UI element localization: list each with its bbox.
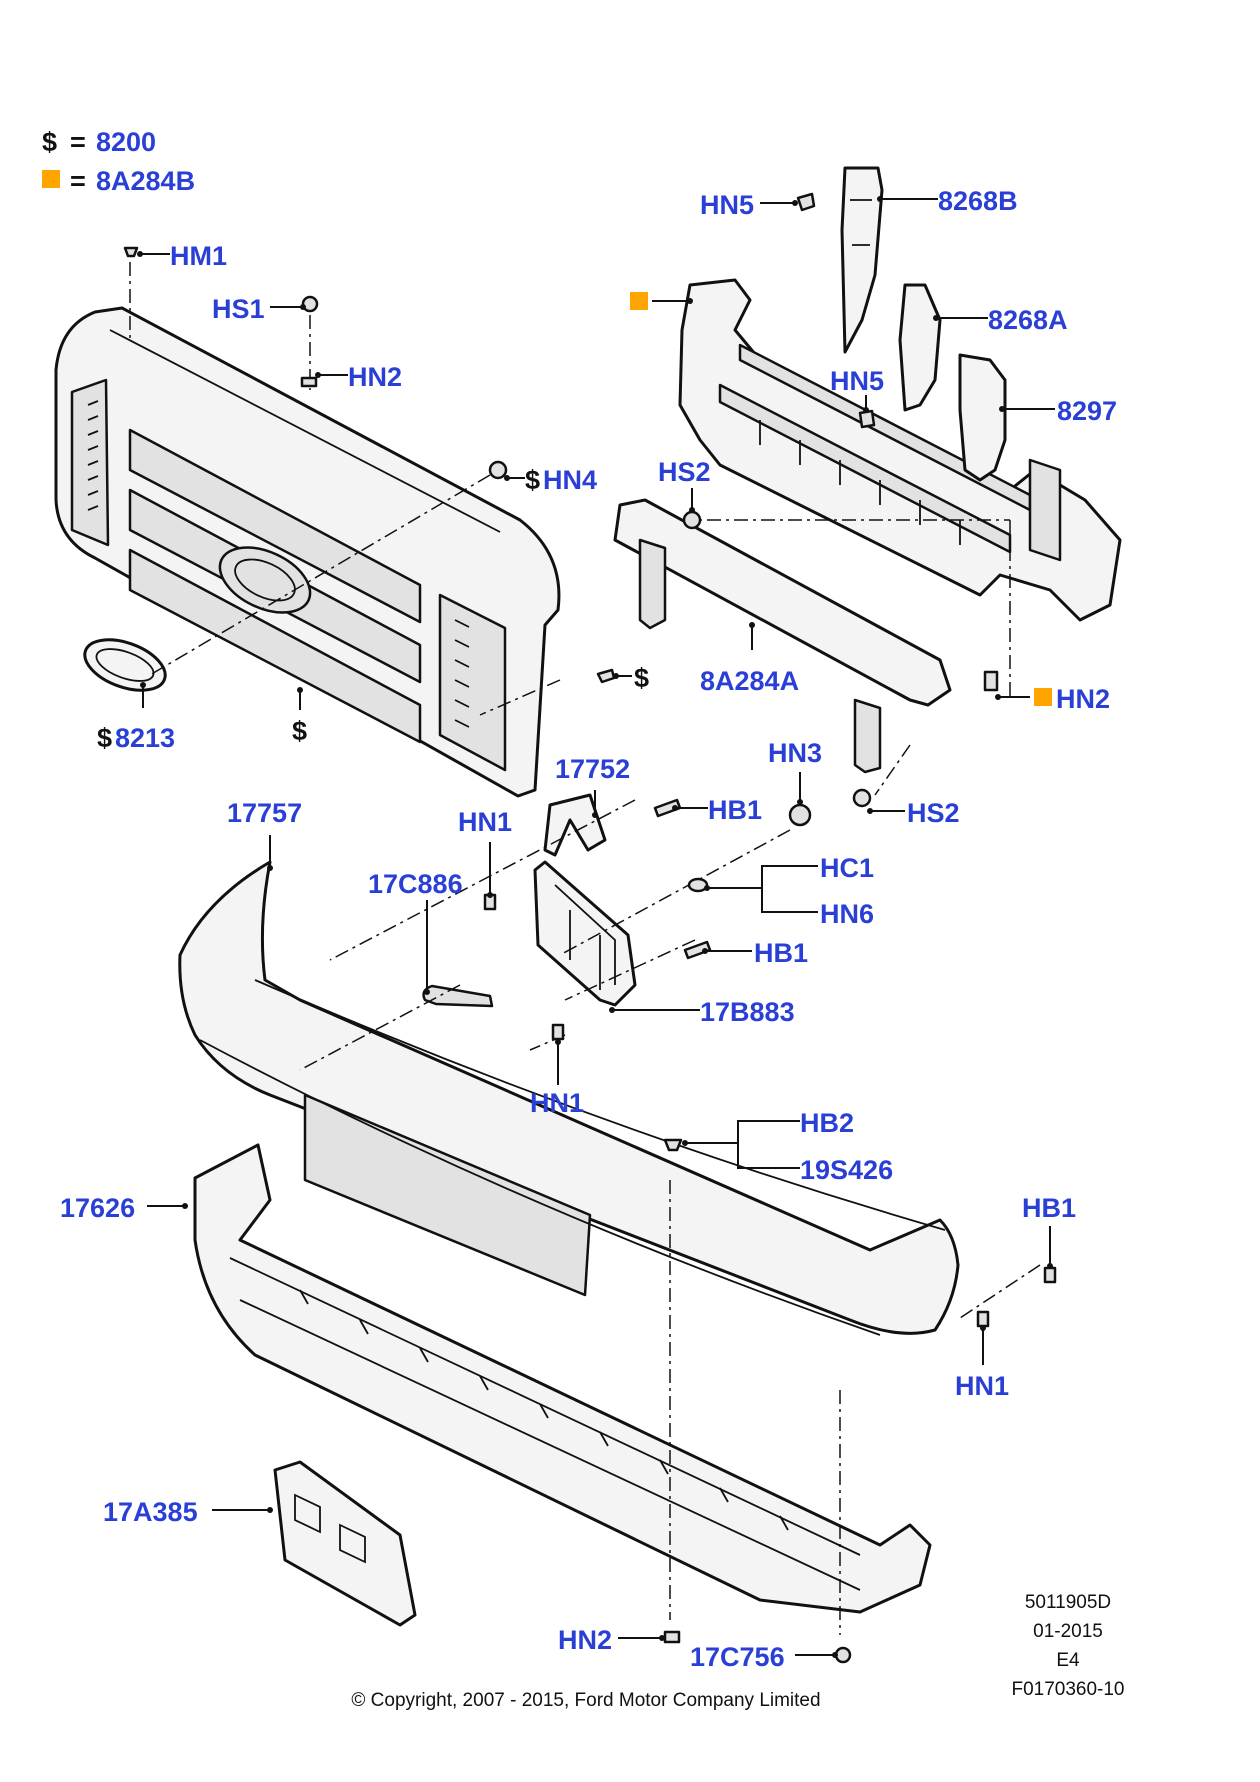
clip-hn5b-icon: [858, 409, 876, 429]
callout-hm1: HM1: [170, 241, 227, 271]
callout-hs2-low: HS2: [907, 798, 960, 828]
fasteners: [123, 192, 1057, 1664]
meta-rev: E4: [1056, 1650, 1080, 1671]
callout-hs1: HS1: [212, 294, 265, 324]
callouts: HM1 HS1 HN2 $ HN4 $ 8213 $ $ HN5 8268B 8…: [60, 186, 1117, 1672]
callout-17c756: 17C756: [690, 1642, 785, 1672]
callout-dollar-grille: $: [292, 716, 307, 746]
meta-code: 5011905D: [1025, 1592, 1111, 1613]
callout-hb1-b: HB1: [754, 938, 808, 968]
clip-icon: [596, 668, 616, 684]
bracket-8268a-part: [898, 283, 942, 412]
legend-value-8200: 8200: [96, 127, 156, 157]
lower-valance-part: [193, 1143, 932, 1614]
orange-square-icon: [630, 292, 648, 310]
legend-equals: =: [70, 127, 86, 157]
callout-hn6: HN6: [820, 899, 874, 929]
orange-square-icon: [1034, 688, 1052, 706]
callout-hn2-right: HN2: [1056, 684, 1110, 714]
callout-19s426: 19S426: [800, 1155, 893, 1185]
bolt-hb2-icon: [663, 1138, 683, 1152]
callout-hs2-top: HS2: [658, 457, 711, 487]
clip-hn1b-icon: [551, 1023, 565, 1041]
callout-17c886: 17C886: [368, 869, 463, 899]
meta-block: 5011905D 01-2015 E4 F0170360-10: [1011, 1592, 1124, 1700]
bumper-cover-part: [178, 860, 960, 1336]
emblem-dollar-marker: $: [97, 723, 112, 753]
callout-hc1: HC1: [820, 853, 874, 883]
callout-8213: 8213: [115, 723, 175, 753]
license-bracket-part: [273, 1460, 417, 1627]
bracket-8268b-part: [840, 166, 884, 354]
bolt-hb1c-icon: [1043, 1266, 1057, 1284]
clip-hn5-icon: [796, 192, 816, 212]
callout-hn1-c: HN1: [955, 1371, 1009, 1401]
callout-hb2: HB2: [800, 1108, 854, 1138]
hook-17c886-part: [422, 984, 494, 1008]
callout-17626: 17626: [60, 1193, 135, 1223]
screw-hm1-icon: [123, 246, 139, 258]
callout-hn2-bottom: HN2: [558, 1625, 612, 1655]
alignment-lines: [129, 262, 1041, 1635]
mounting-plate-17b883-part: [533, 860, 637, 1007]
hn4-dollar-marker: $: [525, 465, 540, 495]
legend: $ = 8200 = 8A284B: [42, 127, 195, 196]
callout-hb1-c: HB1: [1022, 1193, 1076, 1223]
pin-17c756-icon: [834, 1646, 852, 1664]
callout-hn5-top: HN5: [700, 190, 754, 220]
callout-17b883: 17B883: [700, 997, 795, 1027]
clip-hn2r-icon: [983, 670, 999, 692]
callout-8268a: 8268A: [988, 305, 1068, 335]
callout-hn2-grille: HN2: [348, 362, 402, 392]
orange-square-icon: [42, 170, 60, 188]
screw-hs2-icon: [682, 510, 702, 530]
legend-value-8a284b: 8A284B: [96, 166, 195, 196]
callout-8268b: 8268B: [938, 186, 1018, 216]
callout-hn1-a: HN1: [458, 807, 512, 837]
callout-hb1-a: HB1: [708, 795, 762, 825]
callout-dollar-clip: $: [634, 663, 649, 693]
callout-hn5-mid: HN5: [830, 366, 884, 396]
callout-8297: 8297: [1057, 396, 1117, 426]
nut-hn4-icon: [488, 460, 508, 480]
nut-hn3-icon: [788, 803, 812, 827]
clip-hn1c-icon: [976, 1310, 990, 1328]
bumper-reinforcement-part: [613, 498, 952, 774]
clip-hn2-icon: [300, 376, 318, 388]
callout-8a284a: 8A284A: [700, 666, 799, 696]
clip-hn2b-icon: [663, 1630, 681, 1644]
legend-equals-2: =: [70, 166, 86, 196]
screw-hs2b-icon: [852, 788, 872, 808]
legend-dollar-symbol: $: [42, 127, 57, 157]
radiator-support-part: [678, 278, 1122, 622]
copyright-text: © Copyright, 2007 - 2015, Ford Motor Com…: [351, 1690, 820, 1711]
callout-hn3: HN3: [768, 738, 822, 768]
bracket-8297-part: [958, 353, 1007, 482]
callout-hn1-b: HN1: [530, 1088, 584, 1118]
meta-figure: F0170360-10: [1011, 1679, 1124, 1700]
ford-emblem-part: [83, 638, 167, 692]
callout-hn4: HN4: [543, 465, 597, 495]
callout-17752: 17752: [555, 754, 630, 784]
callout-17757: 17757: [227, 798, 302, 828]
callout-17a385: 17A385: [103, 1497, 198, 1527]
grille-part: [54, 306, 561, 798]
meta-date: 01-2015: [1033, 1621, 1103, 1642]
